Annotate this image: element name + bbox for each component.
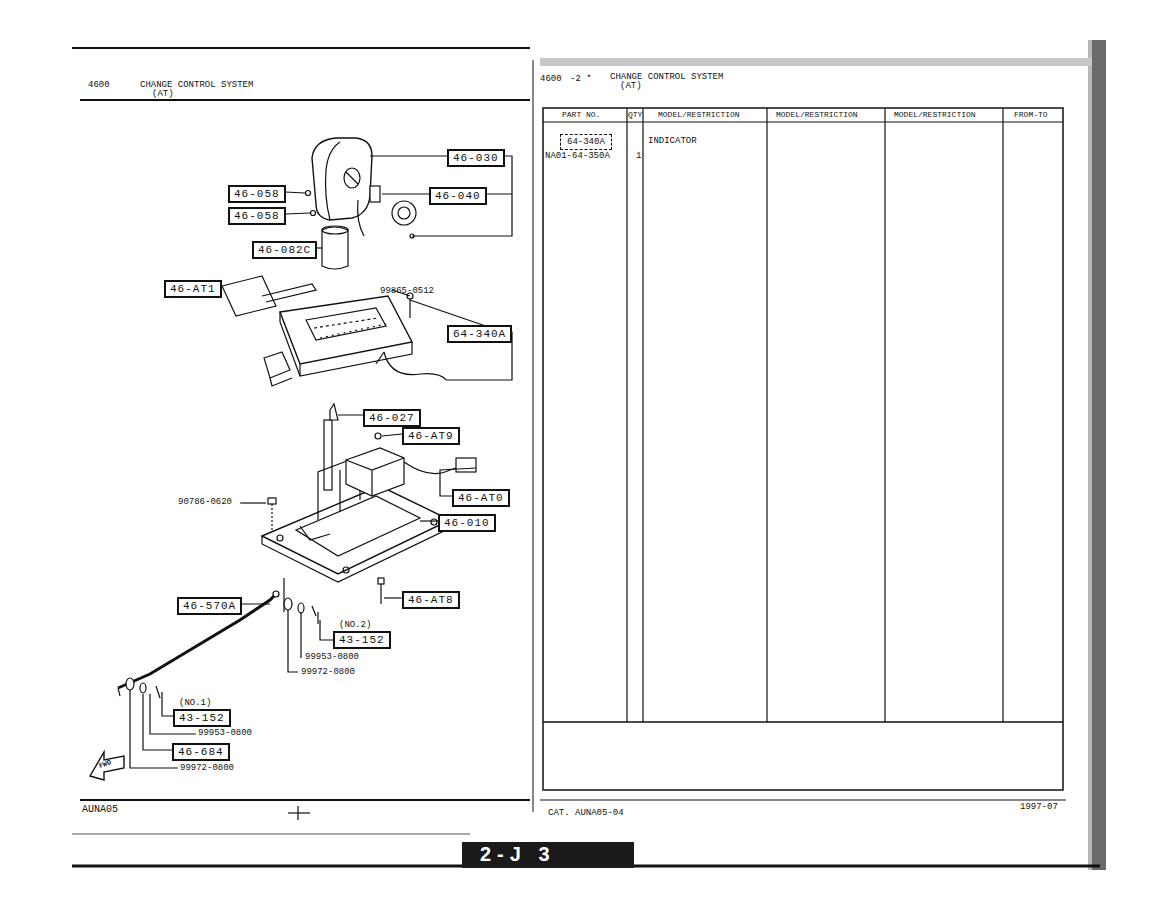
callout-number: 43-152 <box>173 709 231 727</box>
callout-number: 46-040 <box>429 187 487 205</box>
table-cell: NA01-64-350A <box>545 151 610 162</box>
table-cell: MODEL/RESTRICTION <box>894 110 976 120</box>
part-label: 2-J 3 <box>480 843 556 865</box>
callout-number: 46-AT8 <box>402 591 460 609</box>
callout-number: 43-152 <box>333 631 391 649</box>
callout-note: (NO.2) <box>333 620 391 630</box>
part-label: 90786-0620 <box>178 497 232 508</box>
callout-number: 46-570A <box>177 597 242 615</box>
callout-box: 46-AT8 <box>402 590 460 609</box>
part-label: 99972-0800 <box>301 667 355 678</box>
callout-box: 46-570A <box>177 596 242 615</box>
part-label: 4600 <box>88 80 110 91</box>
callout-box: 46-082C <box>252 240 317 259</box>
part-label: (AT) <box>152 89 174 100</box>
callout-number: 46-027 <box>363 409 421 427</box>
callout-number: 46-010 <box>438 514 496 532</box>
callout-number: 46-AT9 <box>402 427 460 445</box>
callout-box: 46-027 <box>363 408 421 427</box>
table-cell: PART NO. <box>562 110 600 120</box>
table-cell: MODEL/RESTRICTION <box>658 110 740 120</box>
callout-number: 46-030 <box>447 149 505 167</box>
callout-box: (NO.1)43-152 <box>173 698 231 727</box>
callout-box: 64-340A <box>447 324 512 343</box>
part-label: 99865-0512 <box>380 286 434 297</box>
callout-number: 46-AT0 <box>452 489 510 507</box>
table-cell: FROM-TO <box>1014 110 1048 120</box>
table-cell: QTY <box>628 110 642 120</box>
part-label: 4600 <box>540 74 562 85</box>
part-label: 99953-0800 <box>305 652 359 663</box>
callout-box: 46-030 <box>447 148 505 167</box>
part-label: 99953-0800 <box>198 728 252 739</box>
callout-box: 46-AT9 <box>402 426 460 445</box>
callout-number: 64-340A <box>560 134 612 150</box>
callout-box: 46-058 <box>228 184 286 203</box>
part-ref-box: 64-340A <box>560 131 612 150</box>
part-label: 1997-07 <box>1020 802 1058 813</box>
callout-box: 46-058 <box>228 206 286 225</box>
callout-number: 46-058 <box>228 207 286 225</box>
callout-number: 46-AT1 <box>164 280 222 298</box>
callout-box: (NO.2)43-152 <box>333 620 391 649</box>
callout-box: 46-AT1 <box>164 279 222 298</box>
table-cell: INDICATOR <box>648 136 697 147</box>
callout-number: 64-340A <box>447 325 512 343</box>
part-label: CAT. AUNA05-04 <box>548 808 624 819</box>
part-label: (AT) <box>620 81 642 92</box>
callout-number: 46-058 <box>228 185 286 203</box>
callout-box: 46-684 <box>172 742 230 761</box>
part-label: AUNA05 <box>82 804 118 816</box>
table-cell: MODEL/RESTRICTION <box>776 110 858 120</box>
callout-note: (NO.1) <box>173 698 231 708</box>
part-label: 99972-0800 <box>180 763 234 774</box>
callout-box: 46-040 <box>429 186 487 205</box>
callout-box: 46-010 <box>438 513 496 532</box>
table-cell: 1 <box>636 151 641 162</box>
callout-number: 46-082C <box>252 241 317 259</box>
part-label: -2 * <box>570 74 592 85</box>
callout-number: 46-684 <box>172 743 230 761</box>
callout-box: 46-AT0 <box>452 488 510 507</box>
